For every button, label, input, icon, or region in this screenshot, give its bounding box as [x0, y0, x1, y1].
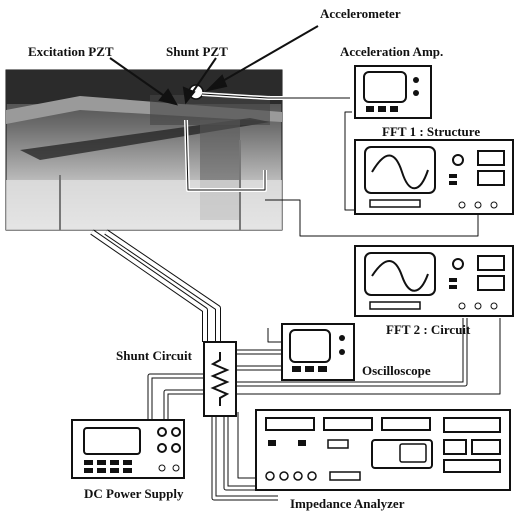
impedance-analyzer-device — [255, 409, 511, 491]
arrow-head-icon — [158, 88, 179, 106]
label-accelerometer: Accelerometer — [320, 6, 401, 21]
knob-icon — [452, 258, 464, 270]
label-impedance-analyzer: Impedance Analyzer — [290, 496, 405, 511]
structure-photo — [5, 69, 283, 231]
label-acceleration-amp: Acceleration Amp. — [340, 44, 443, 59]
arrow-head-icon — [204, 74, 228, 92]
resistor-icon — [210, 352, 230, 406]
label-arrows — [109, 25, 319, 106]
cables — [90, 92, 501, 501]
dc-power-supply-device — [71, 419, 185, 479]
label-fft1: FFT 1 : Structure — [382, 124, 480, 139]
label-shunt-pzt: Shunt PZT — [166, 44, 228, 59]
waveform-icon — [371, 154, 429, 190]
label-oscilloscope: Oscilloscope — [362, 363, 431, 378]
label-shunt-circuit: Shunt Circuit — [116, 348, 193, 363]
fft2-analyzer-device — [354, 245, 514, 317]
fft1-analyzer-device — [354, 139, 514, 215]
label-fft2: FFT 2 : Circuit — [386, 322, 471, 337]
arrow-head-icon — [182, 86, 196, 105]
oscilloscope-device — [281, 323, 355, 381]
label-excitation-pzt: Excitation PZT — [28, 44, 114, 59]
labels: Accelerometer Excitation PZT Shunt PZT A… — [28, 6, 480, 511]
label-dc-power-supply: DC Power Supply — [84, 486, 184, 501]
knob-icon — [452, 154, 464, 166]
acceleration-amp-device — [354, 65, 432, 119]
shunt-circuit-device — [203, 341, 237, 417]
waveform-icon — [371, 260, 429, 292]
